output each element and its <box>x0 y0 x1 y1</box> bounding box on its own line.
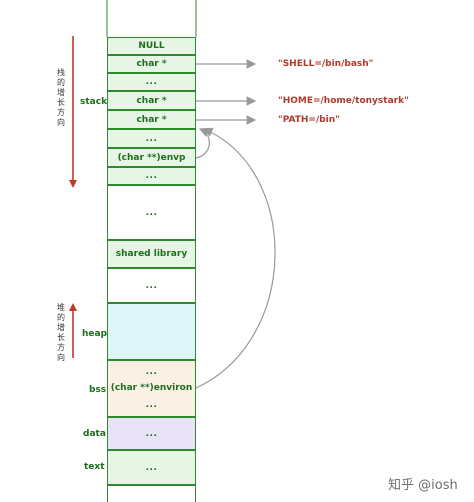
bss-bottom-ellipsis: ... <box>145 399 158 410</box>
stack-cell-char-ptr-3: char * <box>107 110 196 129</box>
memory-gap-lower: ... <box>107 268 196 303</box>
text-segment: ... <box>107 450 196 485</box>
memory-gap-upper: ... <box>107 185 196 240</box>
heap-growth-text: 堆的增长方向 <box>57 303 65 362</box>
stack-cell-ellipsis-2: ... <box>107 129 196 148</box>
bss-top-ellipsis: ... <box>145 367 158 378</box>
label-bss: bss <box>89 385 107 395</box>
label-text: text <box>84 462 105 472</box>
shared-library-cell: shared library <box>107 240 196 268</box>
heap-growth-arrowhead <box>69 303 77 311</box>
label-stack: stack <box>80 97 108 107</box>
stack-growth-arrowhead <box>69 180 77 188</box>
stack-cell-ellipsis-1: ... <box>107 73 196 91</box>
stack-cell-char-ptr-1: char * <box>107 55 196 73</box>
label-data: data <box>83 429 106 439</box>
label-heap: heap <box>82 329 108 339</box>
heap-segment <box>107 303 196 360</box>
stack-cell-envp: (char **)envp <box>107 148 196 167</box>
envp-pointer-arrow <box>195 127 210 159</box>
environ-pointer-arrow <box>195 127 276 389</box>
env-string-shell: "SHELL=/bin/bash" <box>278 59 374 69</box>
stack-growth-text: 栈的增长方向 <box>57 68 65 127</box>
bss-segment: ... (char **)environ ... <box>107 360 196 417</box>
env-string-path: "PATH=/bin" <box>278 115 340 125</box>
env-string-home: "HOME=/home/tonystark" <box>278 96 409 106</box>
stack-cell-ellipsis-3: ... <box>107 167 196 185</box>
watermark: 知乎 @iosh <box>388 478 458 493</box>
stack-cell-char-ptr-2: char * <box>107 91 196 110</box>
bss-environ: (char **)environ <box>110 383 193 394</box>
data-segment: ... <box>107 417 196 450</box>
stack-cell-null: NULL <box>107 37 196 55</box>
segment-bottom-edge <box>107 485 196 502</box>
